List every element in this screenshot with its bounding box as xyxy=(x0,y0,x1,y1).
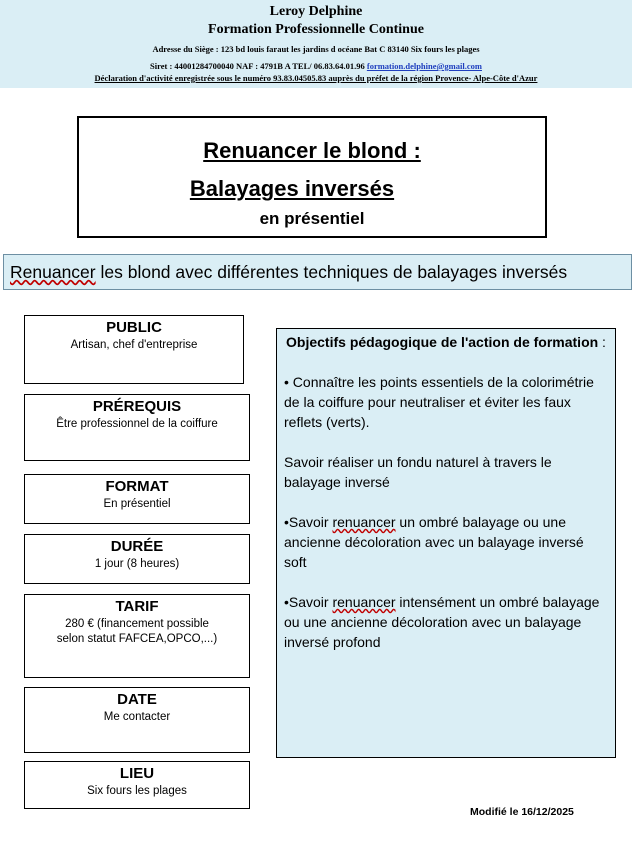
card-duree: DURÉE 1 jour (8 heures) xyxy=(24,534,250,584)
card-body: Être professionnel de la coiffure xyxy=(56,418,218,430)
card-prerequis: PRÉREQUIS Être professionnel de la coiff… xyxy=(24,394,250,461)
card-title: DATE xyxy=(117,691,157,708)
objective-pre: •Savoir xyxy=(284,594,333,610)
subtitle-banner: Renuancer les blond avec différentes tec… xyxy=(3,254,632,290)
card-title: LIEU xyxy=(119,765,155,782)
title-line-1-text: Renuancer le blond : xyxy=(203,138,421,163)
card-body: 1 jour (8 heures) xyxy=(94,558,180,570)
card-format: FORMAT En présentiel xyxy=(24,474,250,524)
banner-word: Renuancer xyxy=(10,262,96,282)
card-date: DATE Me contacter xyxy=(24,687,250,753)
banner-rest: les blond avec différentes techniques de… xyxy=(95,262,568,282)
objective-item: Savoir réaliser un fondu naturel à trave… xyxy=(284,454,552,490)
card-title: PRÉREQUIS xyxy=(92,398,182,415)
card-public: PUBLIC Artisan, chef d'entreprise xyxy=(24,315,244,384)
objective-word: renuancer xyxy=(332,514,396,530)
org-declaration: Déclaration d'activité enregistrée sous … xyxy=(94,73,538,83)
modified-date: Modifié le 16/12/2025 xyxy=(470,806,574,818)
card-title: FORMAT xyxy=(105,478,169,495)
card-body: En présentiel xyxy=(103,498,171,510)
objective-post: un ombré balayage ou une ancienne décolo… xyxy=(284,514,584,570)
email-link[interactable]: formation.delphine@gmail.com xyxy=(366,61,482,71)
card-title: DURÉE xyxy=(110,538,164,555)
card-body: 280 € (financement possible selon statut… xyxy=(56,618,218,645)
objective-item: • Connaître les points essentiels de la … xyxy=(284,374,594,430)
title-line-3: en présentiel xyxy=(259,209,365,228)
card-tarif: TARIF 280 € (financement possible selon … xyxy=(24,594,250,678)
objectives-box: Objectifs pédagogique de l'action de for… xyxy=(276,328,616,758)
title-line-2: Balayages inversés xyxy=(79,176,545,202)
title-line-2-text: Balayages inversés xyxy=(189,176,395,201)
title-line-1: Renuancer le blond : xyxy=(79,138,545,164)
org-siret-line: Siret : 44001284700040 NAF : 4791B A TEL… xyxy=(0,61,632,71)
card-title: PUBLIC xyxy=(106,319,162,336)
org-subtitle: Formation Professionnelle Continue xyxy=(208,22,424,37)
card-body: Artisan, chef d'entreprise xyxy=(70,339,198,351)
header-banner: Leroy Delphine Formation Professionnelle… xyxy=(0,0,632,88)
card-body: Me contacter xyxy=(103,711,171,723)
title-box: Renuancer le blond : Balayages inversés … xyxy=(77,116,547,238)
objectives-title-text: Objectifs pédagogique de l'action de for… xyxy=(286,334,599,350)
objectives-title-suffix: : xyxy=(598,334,606,350)
card-lieu: LIEU Six fours les plages xyxy=(24,761,250,809)
objective-pre: •Savoir xyxy=(284,514,333,530)
objective-item: •Savoir renuancer un ombré balayage ou u… xyxy=(284,512,608,572)
objectives-title: Objectifs pédagogique de l'action de for… xyxy=(284,332,608,352)
card-title: TARIF xyxy=(115,598,159,615)
org-siret: Siret : 44001284700040 NAF : 4791B A TEL… xyxy=(150,61,365,71)
org-address: Adresse du Siège : 123 bd louis faraut l… xyxy=(152,44,480,54)
org-name: Leroy Delphine xyxy=(269,4,363,19)
card-body: Six fours les plages xyxy=(87,785,187,797)
objective-word: renuancer xyxy=(332,594,396,610)
objective-item: •Savoir renuancer intensément un ombré b… xyxy=(284,592,608,652)
objective-post: intensément un ombré balayage ou une anc… xyxy=(284,594,600,650)
